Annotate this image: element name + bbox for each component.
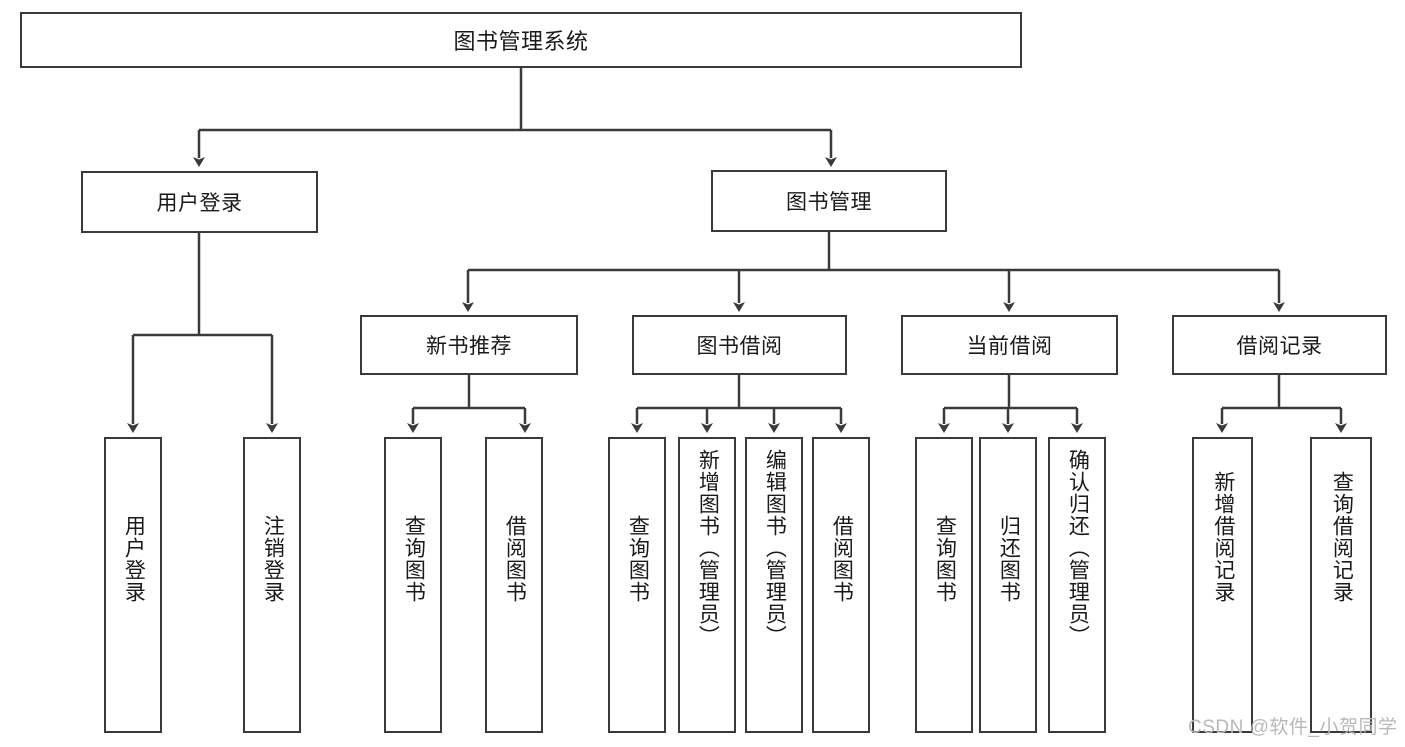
node-leaf-borrow-book-1[interactable]: 借阅图书: [485, 437, 543, 733]
node-label: 归还图书: [997, 515, 1021, 603]
node-label: 借阅图书: [830, 515, 854, 603]
node-label: 图书管理系统: [453, 29, 589, 54]
node-leaf-user-login[interactable]: 用户登录: [104, 437, 162, 733]
node-label: 编辑图书（管理员）: [763, 449, 787, 647]
node-label: 借阅记录: [1236, 335, 1323, 358]
node-leaf-query-book-2[interactable]: 查询图书: [608, 437, 666, 733]
node-leaf-edit-book[interactable]: 编辑图书（管理员）: [745, 437, 803, 733]
node-label: 查询借阅记录: [1330, 471, 1354, 603]
watermark-text: CSDN @软件_小贺同学: [1188, 717, 1398, 738]
node-leaf-borrow-book-2[interactable]: 借阅图书: [812, 437, 870, 733]
node-label: 图书管理: [786, 191, 872, 214]
node-leaf-confirm-return[interactable]: 确认归还（管理员）: [1048, 437, 1106, 733]
node-leaf-query-record[interactable]: 查询借阅记录: [1310, 437, 1372, 733]
node-leaf-query-book-1[interactable]: 查询图书: [384, 437, 442, 733]
node-root-system[interactable]: 图书管理系统: [20, 12, 1022, 68]
node-label: 用户登录: [156, 192, 243, 215]
node-label: 新增图书（管理员）: [696, 449, 720, 647]
node-label: 当前借阅: [966, 335, 1053, 358]
node-label: 用户登录: [122, 515, 146, 603]
node-leaf-return-book[interactable]: 归还图书: [979, 437, 1037, 733]
node-new-book-recommend[interactable]: 新书推荐: [360, 315, 578, 375]
node-leaf-query-book-3[interactable]: 查询图书: [915, 437, 973, 733]
node-label: 新增借阅记录: [1211, 471, 1235, 603]
node-user-login[interactable]: 用户登录: [81, 171, 318, 233]
node-borrow-record[interactable]: 借阅记录: [1172, 315, 1387, 375]
node-book-borrow[interactable]: 图书借阅: [632, 315, 847, 375]
node-label: 查询图书: [402, 515, 426, 603]
node-leaf-logout-login[interactable]: 注销登录: [243, 437, 301, 733]
node-label: 查询图书: [626, 515, 650, 603]
node-label: 查询图书: [933, 515, 957, 603]
node-label: 确认归还（管理员）: [1066, 449, 1090, 647]
node-leaf-add-record[interactable]: 新增借阅记录: [1192, 437, 1253, 733]
node-current-borrow[interactable]: 当前借阅: [901, 315, 1118, 375]
node-label: 图书借阅: [696, 335, 783, 358]
node-label: 注销登录: [261, 515, 285, 603]
node-label: 借阅图书: [503, 515, 527, 603]
node-book-management[interactable]: 图书管理: [711, 170, 947, 232]
node-label: 新书推荐: [426, 335, 512, 358]
node-leaf-add-book[interactable]: 新增图书（管理员）: [678, 437, 736, 733]
